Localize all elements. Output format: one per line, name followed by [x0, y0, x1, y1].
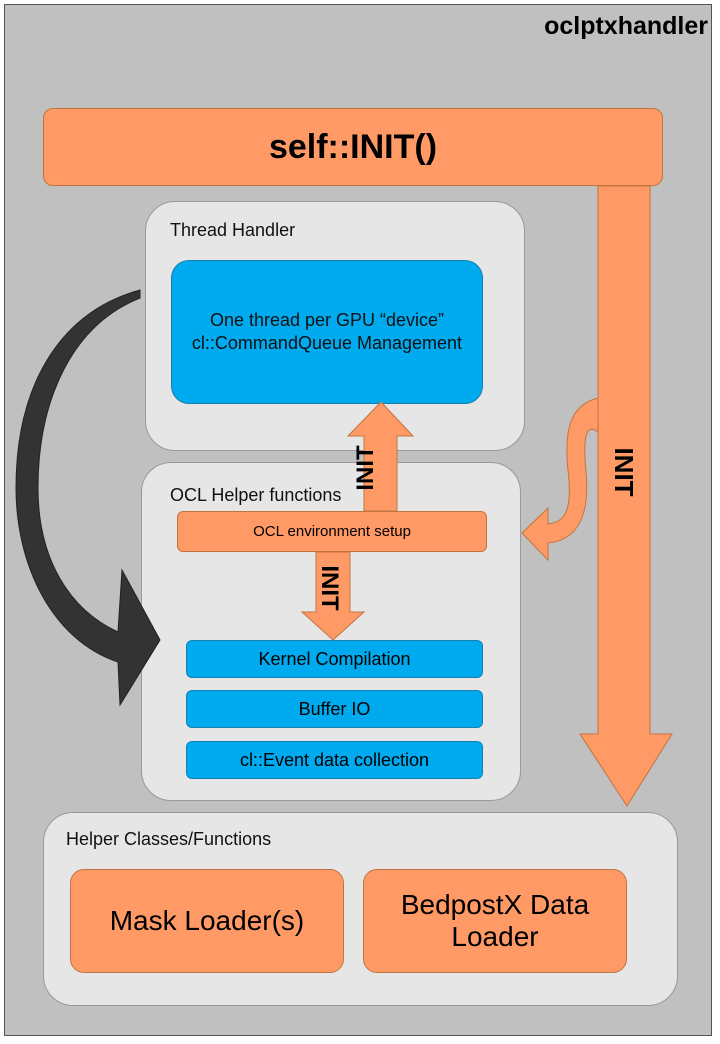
bedpostx-line2: Loader: [451, 921, 539, 952]
curved-loop-arrow: [15, 289, 161, 707]
helper-classes-title: Helper Classes/Functions: [66, 829, 272, 849]
ocl-env-setup: OCL environment setup: [177, 511, 487, 552]
kernel-compilation-item: Kernel Compilation: [186, 640, 483, 678]
down-init-label: INIT: [316, 565, 343, 611]
init-bar: self::INIT(): [43, 108, 663, 186]
up-init-label: INIT: [352, 445, 379, 491]
diagram-title: oclptxhandler: [544, 12, 708, 40]
event-collection-item: cl::Event data collection: [186, 741, 483, 779]
env-setup-branch-arrow: [521, 397, 599, 562]
ocl-helper-title: OCL Helper functions: [170, 485, 342, 505]
down-init-arrow: [300, 551, 366, 641]
buffer-io-label: Buffer IO: [298, 698, 371, 719]
thread-handler-line2: cl::CommandQueue Management: [191, 333, 463, 353]
mask-loader-box: Mask Loader(s): [70, 869, 344, 973]
main-init-label: INIT: [609, 447, 639, 496]
thread-handler-title: Thread Handler: [170, 220, 296, 240]
mask-loader-label: Mask Loader(s): [109, 905, 305, 936]
up-init-arrow: [346, 401, 415, 512]
thread-handler-line1: One thread per GPU “device”: [209, 310, 445, 330]
buffer-io-item: Buffer IO: [186, 690, 483, 728]
main-init-arrow: [579, 185, 673, 807]
bedpostx-loader-box: BedpostX Data Loader: [363, 869, 627, 973]
bedpostx-line1: BedpostX Data: [400, 888, 590, 920]
ocl-env-setup-label: OCL environment setup: [253, 523, 411, 540]
init-bar-label: self::INIT(): [268, 127, 438, 166]
kernel-compilation-label: Kernel Compilation: [258, 648, 411, 669]
thread-handler-content: One thread per GPU “device” cl::CommandQ…: [171, 260, 483, 404]
event-collection-label: cl::Event data collection: [239, 749, 430, 770]
